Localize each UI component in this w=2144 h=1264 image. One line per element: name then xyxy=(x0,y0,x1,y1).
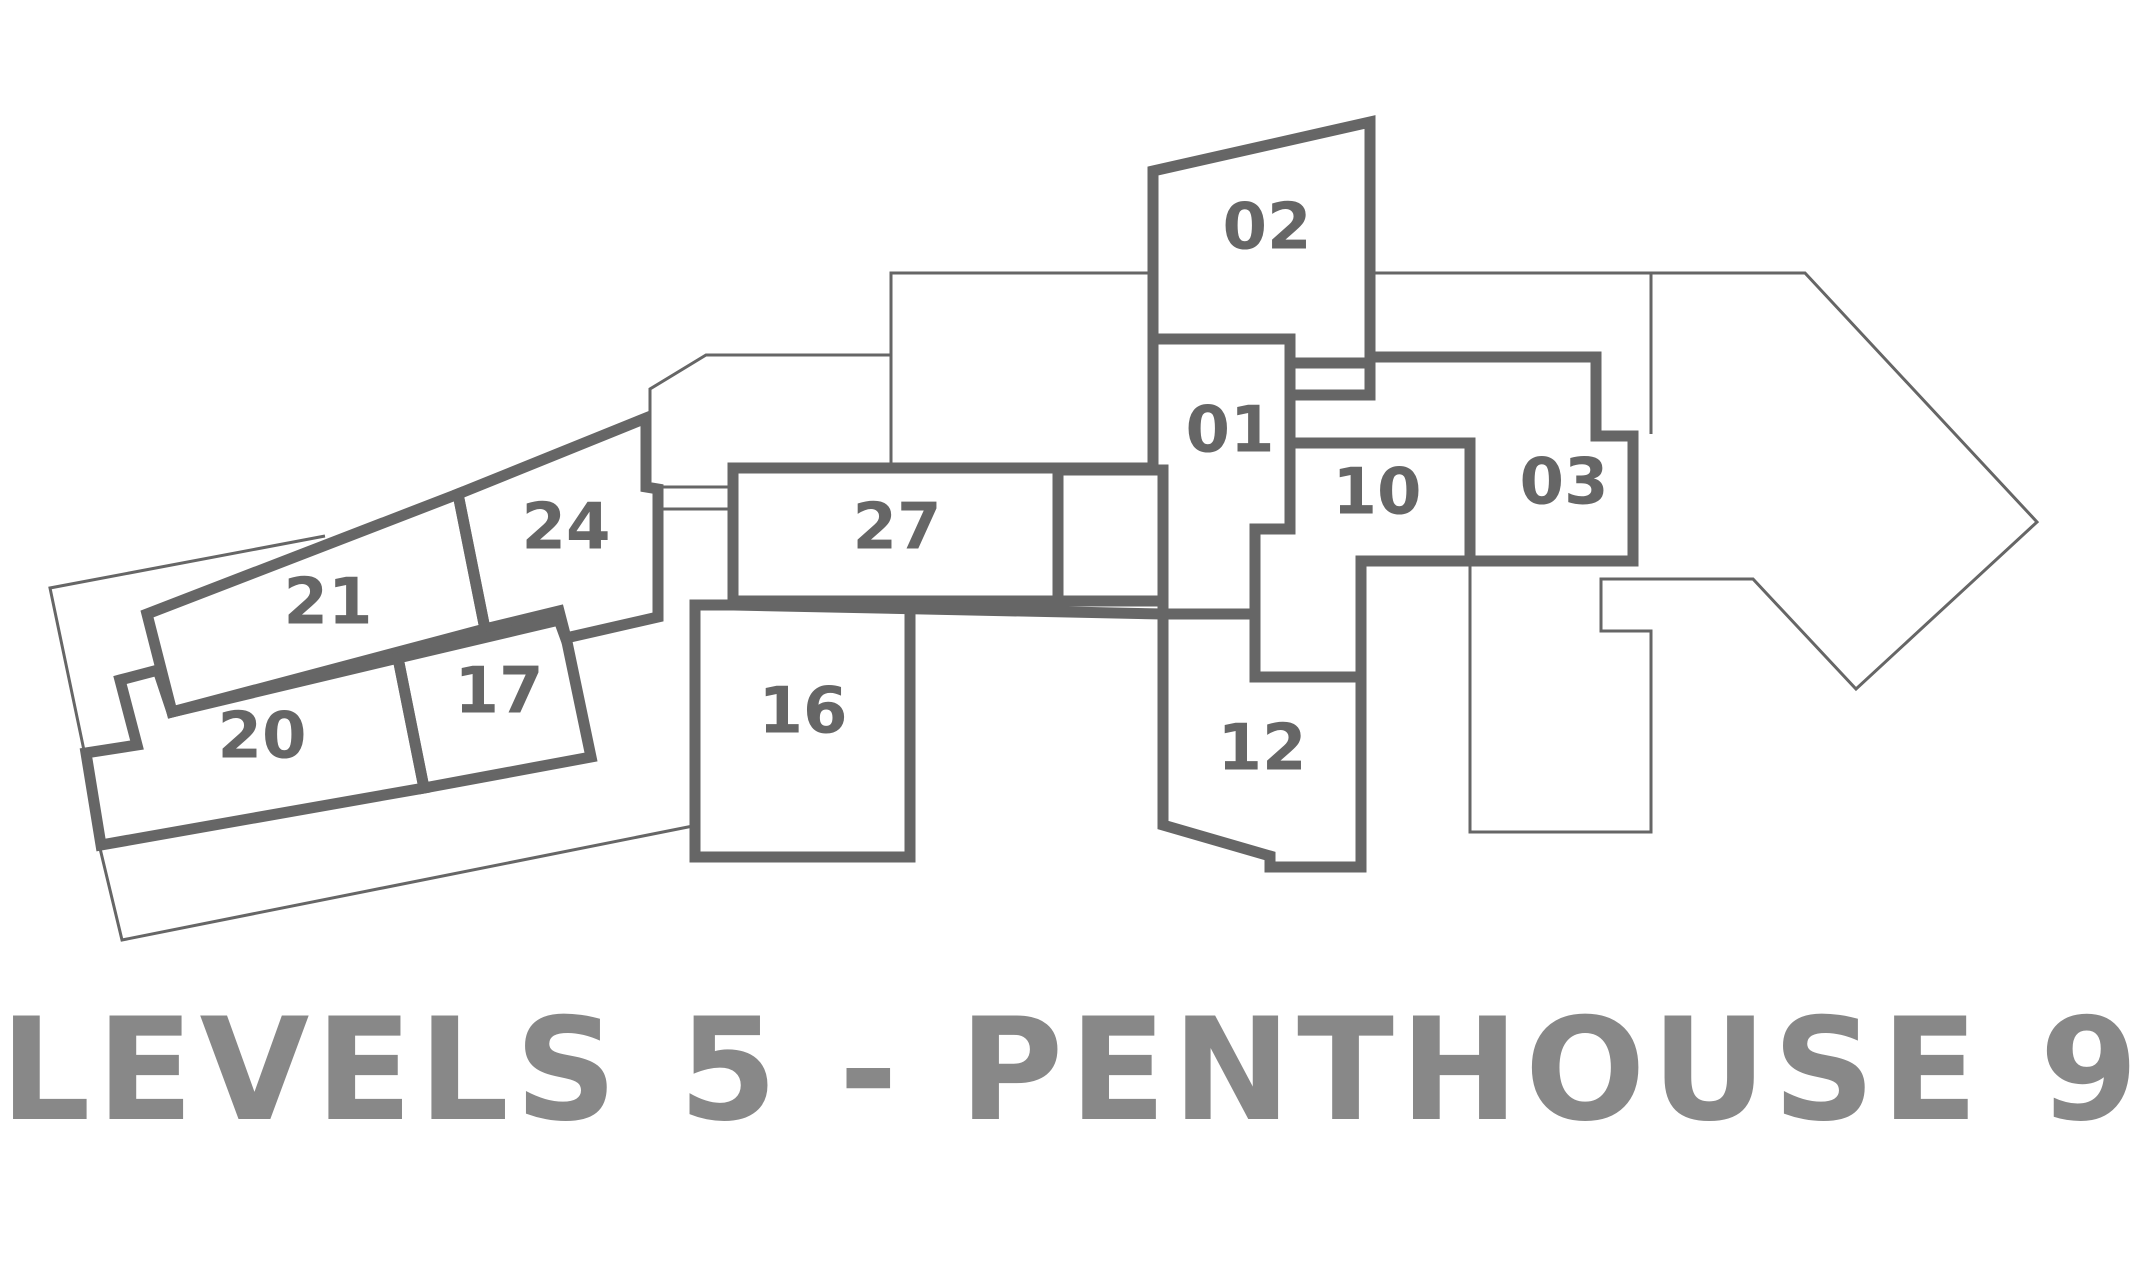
unit-27-outline xyxy=(727,462,1169,620)
unit-label-27: 27 xyxy=(852,491,941,565)
unit-labels: 02 01 10 03 24 27 21 17 20 16 12 xyxy=(217,191,1608,786)
unit-01-outline xyxy=(1147,333,1296,620)
unit-outlines xyxy=(79,115,1639,873)
unit-24-outline xyxy=(451,409,664,645)
unit-03-outline xyxy=(1284,351,1639,567)
unit-16-outline xyxy=(689,599,916,863)
outline-top-block xyxy=(889,271,1150,468)
outline-left-wing xyxy=(48,534,326,761)
levels-caption: LEVELS 5 - PENTHOUSE 9 xyxy=(0,988,2144,1153)
unit-label-21: 21 xyxy=(283,566,372,640)
outline-bottom-left xyxy=(96,823,699,942)
unit-label-16: 16 xyxy=(758,675,847,749)
unit-label-24: 24 xyxy=(521,491,610,565)
unit-label-10: 10 xyxy=(1332,456,1421,530)
floor-plan-diagram: 02 01 10 03 24 27 21 17 20 16 12 xyxy=(48,115,2040,942)
unit-12-outline xyxy=(1157,608,1367,873)
outline-corridor-top xyxy=(648,353,890,472)
outline-right-wing xyxy=(1370,271,2040,834)
unit-label-20: 20 xyxy=(217,700,306,774)
unit-20-outline xyxy=(79,651,431,852)
unit-label-02: 02 xyxy=(1222,191,1311,265)
unit-label-01: 01 xyxy=(1185,394,1274,468)
unit-label-12: 12 xyxy=(1217,712,1306,786)
unit-label-17: 17 xyxy=(454,655,543,729)
unit-label-03: 03 xyxy=(1519,446,1608,520)
